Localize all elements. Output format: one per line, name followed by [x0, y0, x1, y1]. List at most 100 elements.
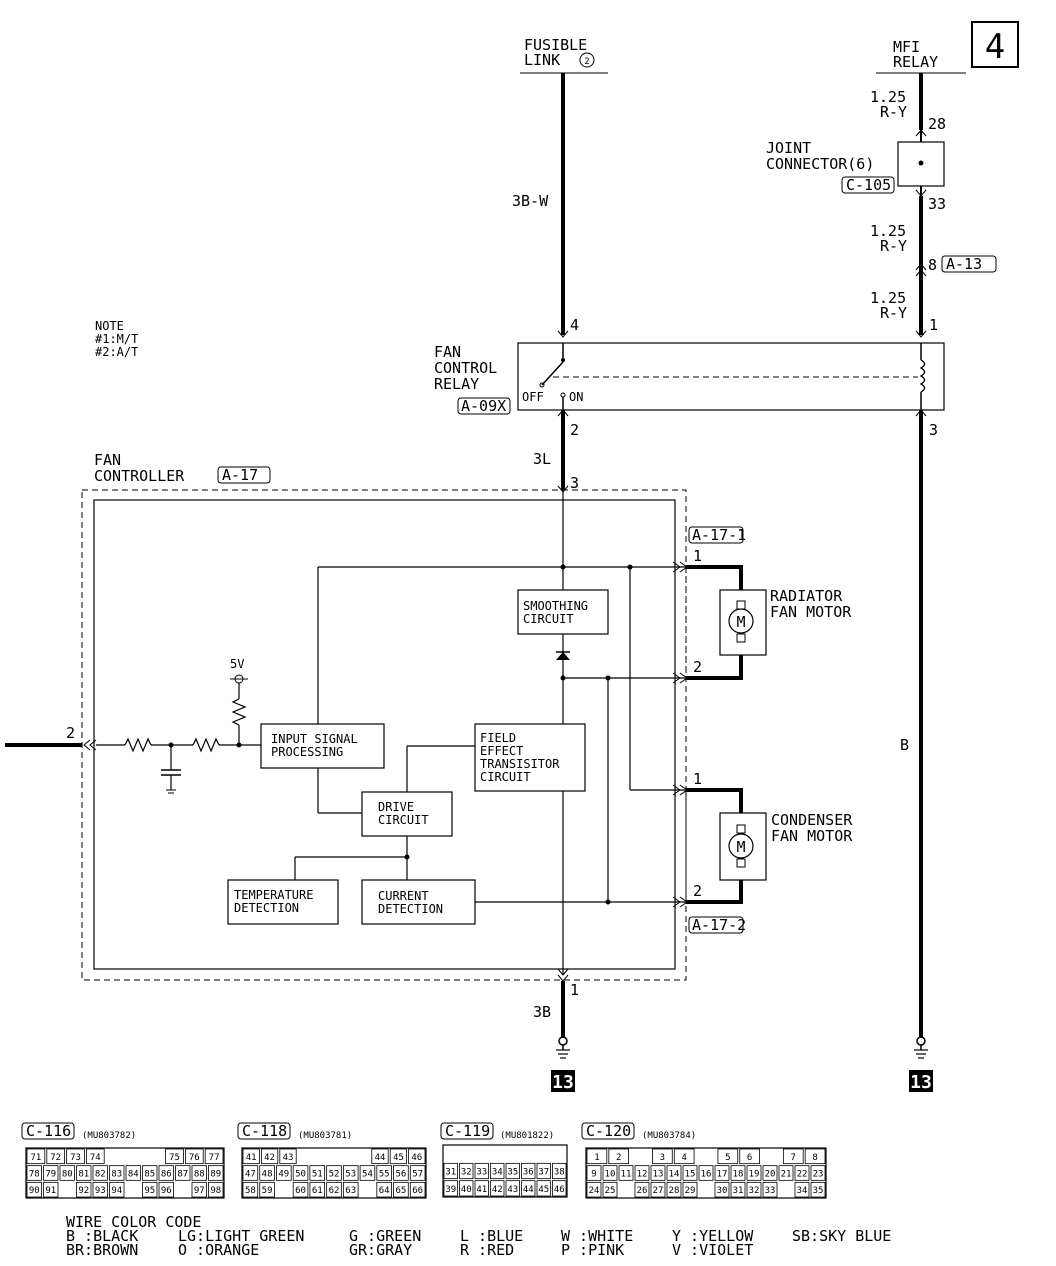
condenser-connector: A-17-2 [692, 916, 746, 934]
relay-line1: FAN [434, 343, 461, 361]
c120-pin-cell [673, 1148, 695, 1165]
c120-grid [585, 1147, 827, 1199]
joint-pin-28: 28 [928, 115, 946, 133]
c120-pin-cell [730, 1165, 746, 1181]
c120-pin-cell [634, 1165, 650, 1181]
c120-pin-label: 13 [653, 1170, 664, 1180]
c116-pin-label: 94 [111, 1186, 122, 1196]
c120-pin-label: 26 [637, 1186, 648, 1196]
fet-line2: EFFECT [480, 744, 523, 758]
c119-pin-label: 44 [523, 1185, 534, 1195]
controller-line1: FAN [94, 451, 121, 469]
c118-pin-cell [359, 1165, 376, 1181]
c120-pin-cell [778, 1165, 794, 1181]
c116-pin-label: 82 [95, 1170, 106, 1180]
c116-pin-label: 84 [128, 1170, 139, 1180]
c119-pin-label: 35 [507, 1168, 518, 1178]
c120-pin-cell [794, 1165, 810, 1181]
c118-pin-label: 51 [312, 1170, 323, 1180]
c116-pin-label: 98 [210, 1186, 221, 1196]
page-number-box: 4 [971, 21, 1019, 68]
c120-pin-label: 31 [733, 1186, 744, 1196]
c118-pin-cell [376, 1181, 392, 1198]
ground-left-number: 13 [552, 1072, 574, 1093]
wire-b-label: B [900, 736, 909, 754]
c118-pin-cell [342, 1181, 359, 1198]
c120-pin-cell [602, 1181, 618, 1198]
c119-pin-cell [443, 1162, 458, 1180]
c120-pin-label: 23 [813, 1170, 824, 1180]
c119-pin-label: 37 [538, 1168, 549, 1178]
c116-pin-cell [26, 1148, 46, 1165]
fusible-link-source: FUSIBLE LINK 2 [520, 36, 608, 74]
c118-pin-label: 50 [295, 1170, 306, 1180]
c118-pin-label: 42 [264, 1153, 275, 1163]
c118-pin-label: 45 [393, 1153, 404, 1163]
c116-pin-label: 85 [144, 1170, 155, 1180]
smoothing-line1: SMOOTHING [523, 599, 588, 613]
c120-pin-label: 35 [813, 1186, 824, 1196]
c119-pin-cell [443, 1180, 458, 1197]
c120-pin-cell [804, 1148, 826, 1165]
page-number: 4 [985, 27, 1005, 67]
c116-pin-cell [165, 1148, 184, 1165]
c116-pin-label: 73 [70, 1153, 81, 1163]
c116-pin-cell [208, 1181, 224, 1198]
fet-line1: FIELD [480, 731, 516, 745]
current-line1: CURRENT [378, 889, 429, 903]
note-title: NOTE [95, 319, 124, 333]
c118-pin-cell [393, 1181, 409, 1198]
c120-pin-label: 6 [747, 1153, 752, 1163]
c120-pin-label: 18 [733, 1170, 744, 1180]
c119-pin-label: 34 [492, 1168, 503, 1178]
c120-pin-cell [739, 1148, 760, 1165]
c116-pin-cell [76, 1181, 92, 1198]
c119-pin-label: 42 [492, 1185, 503, 1195]
note: NOTE #1:M/T #2:A/T [95, 319, 138, 359]
joint-connector-line2: CONNECTOR(6) [766, 155, 874, 173]
c118-pin-cell [376, 1165, 392, 1181]
c120-pin-label: 24 [589, 1186, 600, 1196]
radiator-pin-1: 1 [693, 547, 702, 565]
c120-pin-cell [794, 1181, 810, 1198]
c119-pin-label: 38 [554, 1168, 565, 1178]
input-signal-processing [260, 723, 385, 769]
c120-pin-label: 11 [621, 1170, 632, 1180]
relay-outputs: 2 3L 3 3 B [533, 409, 938, 1038]
relay-off-label: OFF [522, 390, 544, 404]
c118-pin-label: 43 [283, 1153, 294, 1163]
relay-pin-1: 1 [929, 316, 938, 334]
c118-pin-label: 59 [262, 1186, 273, 1196]
c120-pin-label: 28 [669, 1186, 680, 1196]
input-signal-line2: PROCESSING [271, 745, 343, 759]
c120-pin-cell [650, 1165, 666, 1181]
connector-table-headers: C-116 (MU803782) C-118 (MU803781) C-119 … [21, 1122, 696, 1141]
c118-pin-label: 63 [345, 1186, 356, 1196]
c118-pin-cell [408, 1148, 426, 1165]
c118-pin-label: 60 [295, 1186, 306, 1196]
c116-pin-label: 97 [194, 1186, 205, 1196]
controller-pin-2: 2 [66, 724, 75, 742]
c118-grid [241, 1147, 427, 1199]
c116-pin-cell [158, 1165, 174, 1181]
c119-part: (MU801822) [500, 1131, 554, 1141]
wcc-r1-0: B :BLACK [66, 1227, 138, 1245]
c116-pin-label: 80 [62, 1170, 73, 1180]
c118-pin-cell [309, 1181, 326, 1198]
condenser-label-2: FAN MOTOR [771, 827, 853, 845]
c119-pin-label: 32 [461, 1168, 472, 1178]
c116-pin-label: 81 [78, 1170, 89, 1180]
c120-code: C-120 [586, 1122, 631, 1140]
c116-pin-label: 75 [169, 1153, 180, 1163]
fet-circuit [474, 723, 586, 792]
wcc-r1-3: L :BLUE [460, 1227, 523, 1245]
joint-pin-33: 33 [928, 195, 946, 213]
joint-connector-code: C-105 [846, 176, 891, 194]
c116-pin-cell [142, 1181, 158, 1198]
c116-pin-cell [109, 1181, 125, 1198]
c118-pin-label: 66 [412, 1186, 423, 1196]
c118-pin-label: 55 [379, 1170, 390, 1180]
radiator-motor-symbol: M [736, 613, 745, 631]
c116-pin-cell [208, 1165, 224, 1181]
